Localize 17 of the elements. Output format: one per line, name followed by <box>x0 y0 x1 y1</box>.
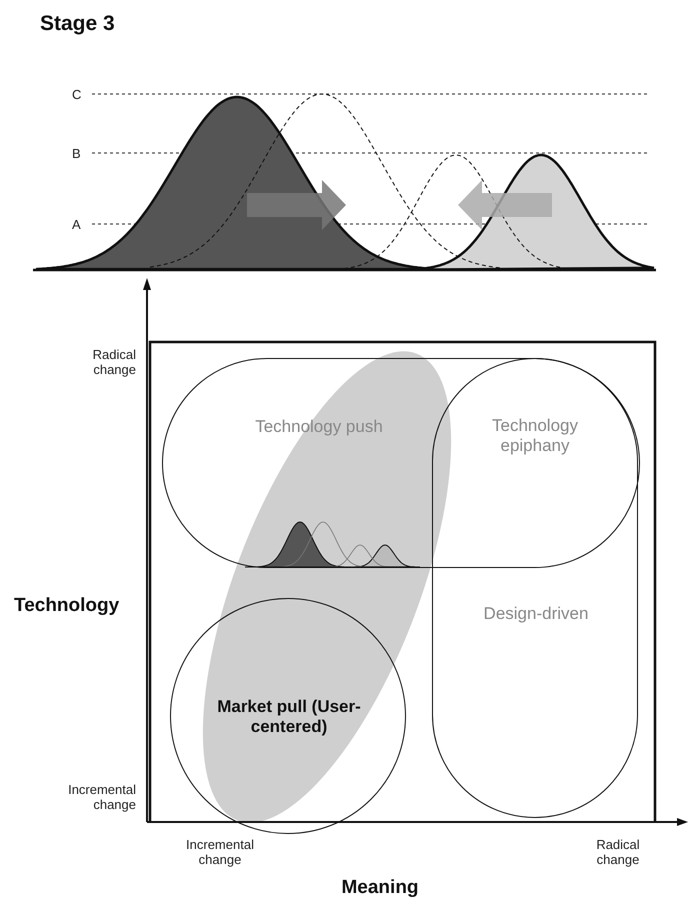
title: Stage 3 <box>40 12 115 36</box>
axis-label: Radical change <box>92 347 136 377</box>
level-label: C <box>72 87 82 102</box>
rounded-region <box>162 358 640 568</box>
rounded-region <box>432 358 638 818</box>
level-label: B <box>72 146 81 161</box>
level-label: A <box>72 217 81 232</box>
axis-title: Meaning <box>340 877 420 899</box>
region-label: Technology push <box>254 417 384 437</box>
region-label: Design-driven <box>482 604 590 624</box>
axis-label: Incremental change <box>67 782 136 812</box>
circle-region <box>170 598 406 834</box>
region-label: Market pull (User-centered) <box>216 697 362 737</box>
axis-label: Radical change <box>595 837 641 867</box>
region-label: Technology epiphany <box>490 416 579 456</box>
axis-title: Technology <box>14 595 120 617</box>
axis-label: Incremental change <box>185 837 255 867</box>
